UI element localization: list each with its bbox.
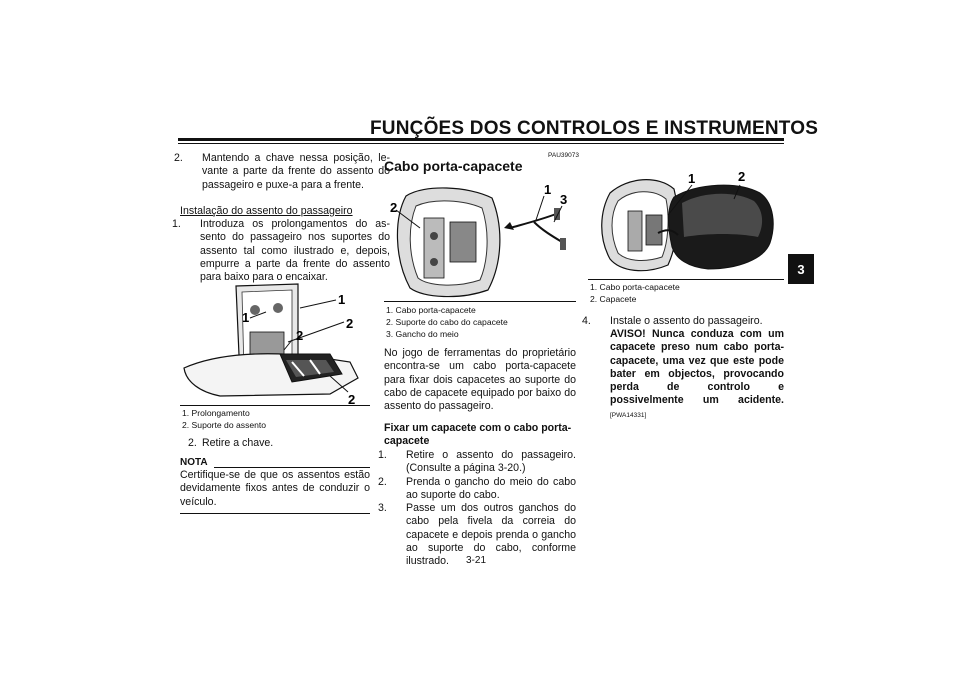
step-2: 2. Prenda o gancho do meio do cabo ao sup… <box>378 475 576 503</box>
callout-2: 2 <box>738 169 745 184</box>
nota-text: Certifique-se de que os assentos estão d… <box>180 469 370 508</box>
step-text: Retire a chave. <box>202 437 274 449</box>
legend-item: 2. Suporte do cabo do capacete <box>386 317 508 327</box>
callout-3: 3 <box>560 192 567 207</box>
install-heading: Instalação do assento do passageiro <box>180 205 353 217</box>
callout-2b: 2 <box>346 316 353 331</box>
chapter-tab: 3 <box>788 254 814 284</box>
callout-2a: 2 <box>296 328 303 343</box>
step-text: Instale o assento do passageiro. <box>610 315 763 327</box>
step-text: Introduza os prolongamentos do as­sento … <box>200 218 390 284</box>
step-4-install: 4. Instale o assento do passageiro. <box>582 315 806 328</box>
header-rule-thin <box>178 143 784 144</box>
callout-1a: 1 <box>338 292 345 307</box>
figure-divider <box>384 301 576 302</box>
legend-item: 1. Prolongamento <box>182 408 250 418</box>
step-2-remove-key: 2. Retire a chave. <box>188 437 368 450</box>
header-rule-thick <box>178 138 784 141</box>
callout-1: 1 <box>544 182 551 197</box>
step-text: Mantendo a chave nessa posição, le­vante… <box>202 152 390 191</box>
warning-text: Nunca conduza com um ca­pacete preso num… <box>610 328 785 407</box>
page-title: FUNÇÕES DOS CONTROLOS E INSTRUMENTOS <box>370 118 819 139</box>
figure-legend: 1. Prolongamento 2. Suporte do assento <box>182 407 266 431</box>
step-number: 1. <box>378 449 387 461</box>
step-number: 2. <box>174 152 183 164</box>
step-3: 3. Passe um dos outros ganchos do cabo pe… <box>378 502 576 568</box>
legend-item: 2. Suporte do assento <box>182 420 267 430</box>
page-number: 3-21 <box>466 555 487 566</box>
step-text: Passe um dos outros ganchos do cabo pela… <box>406 502 576 568</box>
step-number: 4. <box>582 315 591 327</box>
helmet-attached-figure: 1 2 <box>601 169 774 272</box>
step-text: Retire o assento do passageiro. (Con­sul… <box>406 449 576 475</box>
figure-legend: 1. Cabo porta-capacete 2. Suporte do cab… <box>386 304 508 340</box>
cable-intro-paragraph: No jogo de ferramentas do proprietário e… <box>384 347 576 413</box>
step-text: Prenda o gancho do meio do cabo ao supor… <box>406 475 576 501</box>
callout-2: 2 <box>390 200 397 215</box>
seat-installation-figure: 1 1 2 2 2 <box>183 283 359 406</box>
nota-rule-bottom <box>180 513 370 514</box>
step-1: 1. Retire o assento do passageiro. (Con­s… <box>378 449 576 476</box>
fix-helmet-subheading: Fixar um capacete com o cabo porta-ca­pa… <box>384 422 572 448</box>
legend-item: 3. Gancho do meio <box>386 329 459 339</box>
callout-1: 1 <box>688 171 695 186</box>
nota-label: NOTA <box>180 457 208 468</box>
section-code: PAU39073 <box>548 152 579 159</box>
figure-divider <box>588 279 784 280</box>
callout-2c: 2 <box>348 392 355 406</box>
legend-item: 2. Capacete <box>590 294 637 304</box>
legend-item: 1. Cabo porta-capacete <box>386 305 476 315</box>
callout-1b: 1 <box>242 310 249 325</box>
section-heading: Cabo porta-capacete <box>384 158 523 174</box>
step-1-insert: 1. Introduza os prolongamentos do as­sent… <box>172 218 390 284</box>
step-number: 1. <box>172 218 181 230</box>
figure-legend: 1. Cabo porta-capacete 2. Capacete <box>590 281 680 305</box>
fix-helmet-steps: 1. Retire o assento do passageiro. (Con­s… <box>378 449 576 569</box>
step-2-hold-key: 2. Mantendo a chave nessa posição, le­van… <box>174 152 390 192</box>
warning-block: AVISO! Nunca conduza com um ca­pacete pr… <box>610 328 784 422</box>
helmet-cable-figure: 2 1 3 <box>390 182 567 298</box>
step-number: 2. <box>188 437 197 449</box>
warning-label: AVISO! <box>610 328 646 340</box>
warning-code: [PWA14331] <box>610 411 647 419</box>
step-number: 3. <box>378 502 387 515</box>
nota-rule-top <box>214 467 370 468</box>
step-number: 2. <box>378 475 387 488</box>
legend-item: 1. Cabo porta-capacete <box>590 282 680 292</box>
figure-divider <box>180 405 370 406</box>
